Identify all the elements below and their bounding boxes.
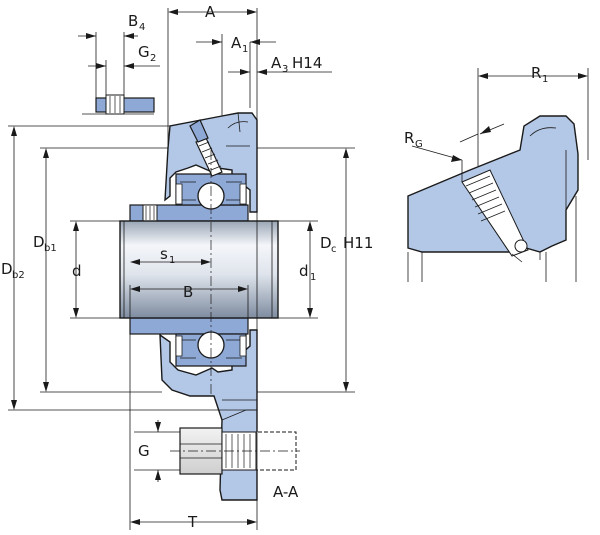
label-dc-tol: H11	[343, 234, 373, 252]
label-d1: d	[299, 262, 309, 280]
label-s1: s	[160, 245, 168, 263]
dim-g	[134, 420, 180, 482]
label-g2-sub: 2	[150, 53, 156, 64]
label-a3: A	[271, 54, 282, 72]
label-g2: G	[138, 43, 150, 61]
label-a1-sub: 1	[242, 44, 248, 55]
seal-upper-left	[175, 183, 183, 205]
dim-db2	[11, 126, 17, 410]
label-db1: D	[33, 233, 45, 251]
seal-lower-left	[175, 335, 183, 357]
dim-b	[129, 285, 249, 334]
label-a: A	[205, 3, 216, 21]
label-rg-sub: G	[415, 139, 423, 150]
label-d1-sub: 1	[310, 272, 316, 283]
label-b4: B	[128, 12, 138, 30]
label-r1-sub: 1	[542, 74, 548, 85]
detail-ring	[95, 97, 155, 113]
label-db2: D	[1, 260, 13, 278]
seal-lower-right	[239, 335, 247, 357]
shaft	[119, 220, 279, 319]
dim-a1	[196, 34, 276, 116]
label-b4-sub: 4	[139, 22, 145, 33]
label-s1-sub: 1	[169, 255, 175, 266]
label-dc: D	[320, 234, 332, 252]
label-a1: A	[231, 34, 242, 52]
label-r1: R	[531, 64, 541, 82]
grease-nipple	[189, 119, 223, 177]
label-d: d	[72, 262, 82, 280]
label-section-aa: A-A	[273, 483, 299, 501]
label-db2-sub: b2	[12, 270, 25, 281]
main-section-view	[8, 8, 355, 530]
label-g: G	[138, 442, 150, 460]
dim-a	[167, 8, 258, 148]
radius-detail-view	[407, 68, 589, 282]
detail-housing-inner	[529, 127, 567, 210]
inner-ring-lower	[129, 317, 249, 335]
label-a3-tol: H14	[292, 54, 322, 72]
dim-d	[73, 221, 79, 318]
dim-a3	[228, 69, 332, 75]
label-dc-sub: c	[331, 244, 337, 255]
dim-t	[129, 334, 258, 530]
label-b: B	[183, 283, 193, 301]
label-a3-sub: 3	[282, 64, 288, 75]
dim-d1	[307, 221, 313, 318]
label-t: T	[187, 513, 198, 531]
detail-ball-hint	[514, 239, 528, 253]
label-rg: R	[404, 129, 414, 147]
dim-s1	[130, 259, 211, 265]
dim-db1	[43, 148, 49, 392]
dim-dc	[343, 148, 349, 392]
mounting-bolt	[170, 427, 300, 475]
grub-screw-detail	[78, 32, 160, 115]
label-db1-sub: b1	[44, 243, 57, 254]
labels: A A 1 A 3 H14 B 4 G 2 D b2 D b1 d s 1 B …	[1, 3, 548, 531]
detail-grease-bore	[461, 169, 529, 257]
seal-upper-right	[239, 183, 247, 205]
housing-upper-detail	[226, 112, 250, 147]
